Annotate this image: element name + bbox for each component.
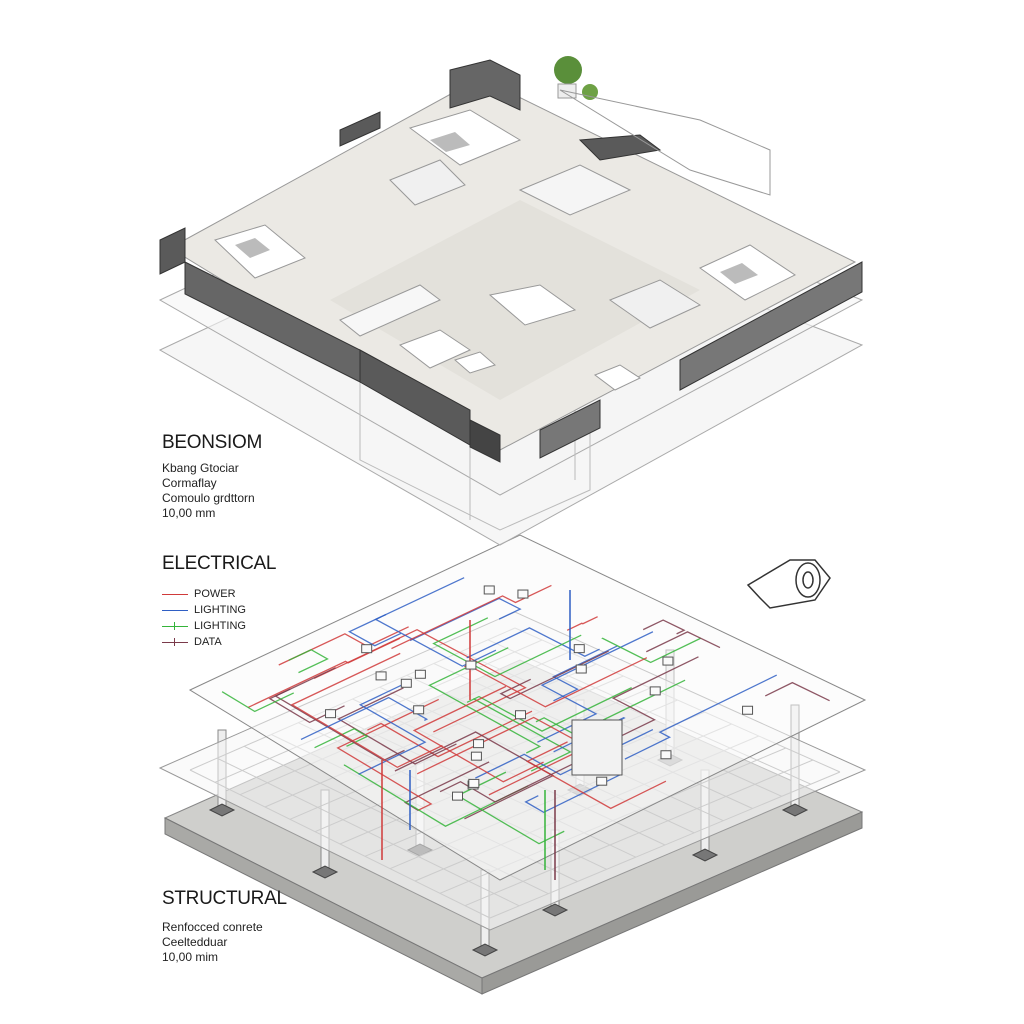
electrical-section-title: ELECTRICAL [162,553,277,574]
legend-item: LIGHTING [162,618,246,634]
wire-run [642,619,686,635]
detail-line: Cormaflay [162,476,217,490]
wire-run [499,650,609,700]
column-footing [691,848,719,862]
structural-section-title: STRUCTURAL [162,888,287,909]
wire-run [391,584,552,650]
legend-item: POWER [162,586,246,602]
wire-run [439,762,576,803]
wire-run [394,731,555,820]
electrical-device [662,656,674,666]
legend-label: DATA [194,636,222,648]
electrical-device [573,644,585,654]
wire-run [466,627,600,659]
detail-line: 10,00 mm [162,506,216,520]
electrical-device [660,750,672,760]
electrical-device [483,585,495,595]
wire-run [358,681,427,775]
electrical-device [575,664,587,674]
wire-run [314,728,369,749]
wire-run [247,637,401,709]
wire-run [367,710,533,758]
wire-run [412,685,544,783]
wire-run [764,681,830,702]
electrical-device [468,778,480,788]
electrical-device [361,644,373,654]
structural-section-details: Renfocced conrete Ceeltedduar 10,00 mim [162,920,263,965]
electrical-device [470,751,482,761]
wire-run [525,741,667,810]
grid-line [464,759,814,907]
electrical-device [742,705,754,715]
column-footing [471,943,499,957]
wire-run [537,631,654,743]
wire-run [646,631,721,653]
wire-run [274,667,405,762]
electrical-wiring [221,577,830,880]
electrical-device [400,678,412,688]
wire-run [347,613,402,647]
legend-item: LIGHTING [162,602,246,618]
electrical-panel [571,719,623,776]
wire-run [409,597,522,642]
detail-line: Comoulo grdttorn [162,491,255,505]
electrical-device [375,671,387,681]
grid-line [489,771,841,919]
wire-run [432,617,582,678]
wire-run [337,687,457,765]
electrical-upper-plane [188,534,867,881]
column-footing [541,903,569,917]
wire-run [336,698,440,811]
wire-run [456,771,565,845]
electrical-device [325,709,337,719]
legend-swatch-icon [162,637,188,646]
electrical-device [413,705,425,715]
electrical-device [452,791,464,801]
floor-plan [159,56,863,463]
electrical-device [414,669,426,679]
floor-section-title: BEONSIOM [162,432,263,453]
wire-run [566,616,598,631]
legend-swatch-icon [162,593,188,595]
legend-label: POWER [194,588,236,600]
electrical-device [473,739,485,749]
legend-label: LIGHTING [194,620,246,632]
detail-line: Renfocced conrete [162,920,263,934]
electrical-device [596,776,608,786]
legend-swatch-icon [162,621,188,630]
legend-item: DATA [162,634,246,650]
wire-run [290,652,443,769]
electrical-legend: POWER LIGHTING LIGHTING DATA [162,586,246,650]
detail-line: Ceeltedduar [162,935,228,949]
wire-run [300,696,429,741]
electrical-device [515,710,527,720]
wire-run [343,764,529,827]
detail-line: Kbang Gtociar [162,461,239,475]
tape-roll-icon [746,559,831,609]
detail-line: 10,00 mim [162,950,219,964]
electrical-device [465,660,477,670]
wire-run [601,637,701,664]
wire-run [374,577,497,667]
electrical-device [649,686,661,696]
legend-label: LIGHTING [194,604,246,616]
column-footing [781,803,809,817]
legend-swatch-icon [162,609,188,611]
electrical-device [517,589,529,599]
floor-section-details: Kbang Gtociar Cormaflay Comoulo grdttorn… [162,461,255,521]
wire-run [221,691,295,713]
column-footing [208,803,236,817]
wire-run [288,649,329,674]
column-footing [311,865,339,879]
wire-run [552,645,618,702]
wire-run [624,674,778,760]
